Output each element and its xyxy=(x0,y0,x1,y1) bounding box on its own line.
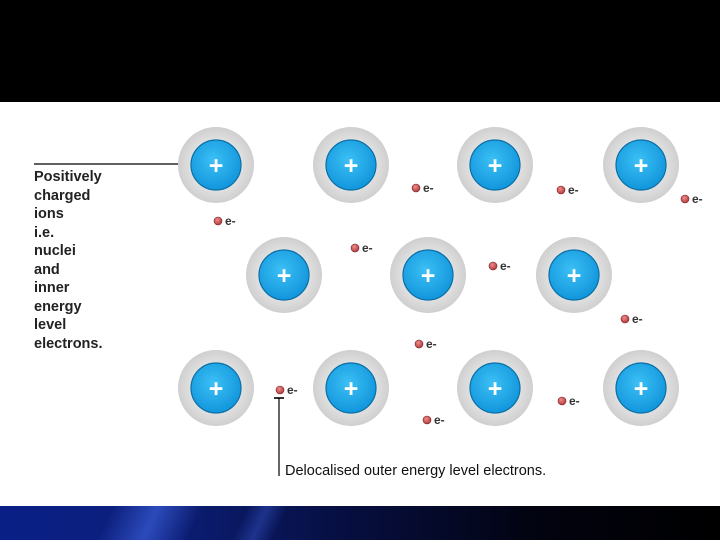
electron: e- xyxy=(558,394,580,408)
electron-label: e- xyxy=(362,241,373,255)
positive-ion: + xyxy=(536,237,612,313)
electron: e- xyxy=(489,259,511,273)
ion-plus-sign: + xyxy=(488,375,503,403)
electron-dot xyxy=(489,262,497,270)
electron: e- xyxy=(557,183,579,197)
electron-dot xyxy=(558,397,566,405)
ion-plus-sign: + xyxy=(488,152,503,180)
positive-ion: + xyxy=(178,350,254,426)
positive-ion: + xyxy=(457,350,533,426)
ion-plus-sign: + xyxy=(344,375,359,403)
ion-plus-sign: + xyxy=(277,262,292,290)
electron: e- xyxy=(415,337,437,351)
ion-plus-sign: + xyxy=(209,375,224,403)
positive-ion: + xyxy=(313,127,389,203)
ions-label-line: charged xyxy=(34,187,103,206)
ions-label-line: level xyxy=(34,316,103,335)
electron-dot xyxy=(214,217,222,225)
electron: e- xyxy=(412,181,434,195)
ion-plus-sign: + xyxy=(567,262,582,290)
electron: e- xyxy=(621,312,643,326)
positive-ion: + xyxy=(178,127,254,203)
positive-ion: + xyxy=(457,127,533,203)
electron-label: e- xyxy=(632,312,643,326)
positive-ion: + xyxy=(313,350,389,426)
electron-label: e- xyxy=(423,181,434,195)
electron-dot xyxy=(415,340,423,348)
electron-dot xyxy=(681,195,689,203)
ion-plus-sign: + xyxy=(634,375,649,403)
electron-label: e- xyxy=(287,383,298,397)
ions-label-line: energy xyxy=(34,298,103,317)
ions-label-line: i.e. xyxy=(34,224,103,243)
electron-label: e- xyxy=(225,214,236,228)
electron-label: e- xyxy=(692,192,703,206)
ion-plus-sign: + xyxy=(421,262,436,290)
electron: e- xyxy=(276,383,298,397)
electron-dot xyxy=(351,244,359,252)
positive-ion: + xyxy=(603,127,679,203)
positive-ion: + xyxy=(603,350,679,426)
electron-label: e- xyxy=(500,259,511,273)
ions-label-line: electrons. xyxy=(34,335,103,354)
electron-dot xyxy=(412,184,420,192)
ions-label-line: Positively xyxy=(34,168,103,187)
ions-label-line: nuclei xyxy=(34,242,103,261)
delocalised-electrons-label: Delocalised outer energy level electrons… xyxy=(285,462,546,481)
ion-plus-sign: + xyxy=(634,152,649,180)
ions-label-line: and xyxy=(34,261,103,280)
ions-label-line: inner xyxy=(34,279,103,298)
electron-label: e- xyxy=(569,394,580,408)
electron-dot xyxy=(423,416,431,424)
electron-dot xyxy=(276,386,284,394)
ions-label-line: ions xyxy=(34,205,103,224)
electron-dot xyxy=(557,186,565,194)
electron: e- xyxy=(214,214,236,228)
electron-label: e- xyxy=(434,413,445,427)
positive-ion: + xyxy=(390,237,466,313)
electron-label: e- xyxy=(568,183,579,197)
electron-label: e- xyxy=(426,337,437,351)
ion-plus-sign: + xyxy=(344,152,359,180)
positive-ion: + xyxy=(246,237,322,313)
electron: e- xyxy=(423,413,445,427)
electron: e- xyxy=(681,192,703,206)
footer-bar xyxy=(0,506,720,540)
electron: e- xyxy=(351,241,373,255)
electron-dot xyxy=(621,315,629,323)
ion-plus-sign: + xyxy=(209,152,224,180)
